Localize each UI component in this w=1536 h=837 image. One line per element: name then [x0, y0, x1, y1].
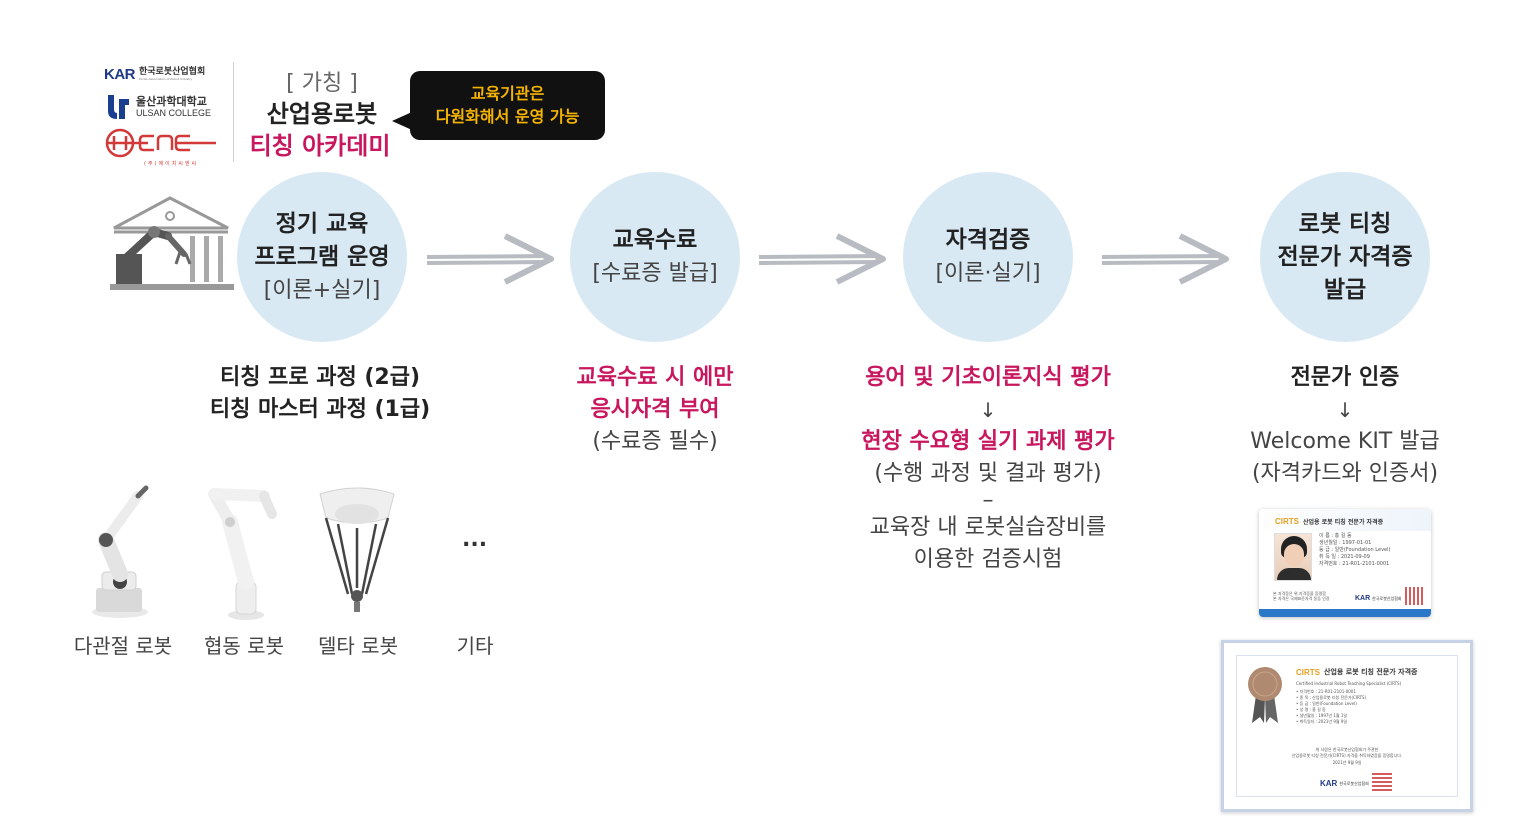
- kar-logo-sub: Korea Association of Robot Industry: [139, 77, 193, 81]
- step3-desc-reg2: 교육장 내 로봇실습장비를: [869, 515, 1107, 540]
- id-card-kar-name: 한국로봇산업협회: [1372, 595, 1402, 601]
- academy-title: [ 가칭 ] 산업용로봇 티칭 아카데미: [244, 70, 400, 162]
- robot-label-collaborative: 협동 로봇: [204, 634, 284, 658]
- id-card-row-birth: 생년월일 : 1997-01-01: [1319, 540, 1372, 546]
- id-card-footer2: 본 자격은 국제표준자격 동등 인정: [1273, 596, 1330, 601]
- id-card-title: 산업용 로봇 티칭 전문가 자격증: [1303, 519, 1384, 526]
- certificate-row-field: • 종 목 : 산업용로봇 티칭 전문가(CIRTS): [1296, 695, 1367, 700]
- certificate-brand: CIRTS: [1296, 667, 1320, 677]
- id-card-row-date: 취 득 일 : 2021-09-09: [1319, 554, 1370, 560]
- articulated-robot-image: [92, 485, 149, 618]
- flow-arrow-2: [758, 233, 886, 285]
- hcnc-logo-sub: (주)에이치씨엔씨: [144, 161, 199, 167]
- certificate-document: CIRTS 산업용 로봇 티칭 전문가 자격증 Certified Indust…: [1221, 640, 1473, 812]
- academy-building-icon: [110, 196, 234, 290]
- step2-circle-line1: 교육수료: [612, 227, 698, 253]
- step3-dash: –: [982, 488, 994, 513]
- bubble-line2: 다원화해서 운영 가능: [435, 107, 580, 126]
- certificate-body1: 위 사람은 한국로봇산업협회가 주관한: [1315, 747, 1379, 752]
- certificate-kar: KAR: [1320, 779, 1338, 788]
- step3-down-arrow: ↓: [979, 398, 997, 422]
- step-circle-certification: 로봇 티칭 전문가 자격증 발급: [1260, 172, 1430, 342]
- step-circle-education: 정기 교육 프로그램 운영 [이론+실기]: [237, 172, 407, 342]
- delta-robot-image: [319, 487, 395, 612]
- title-tag: [ 가칭 ]: [286, 71, 358, 96]
- hcnc-logo: (주)에이치씨엔씨: [104, 128, 216, 167]
- step3-desc-pink2: 현장 수요형 실기 과제 평가: [861, 429, 1115, 454]
- certificate-row-name: • 성 명 : 홍 길 동: [1296, 707, 1326, 712]
- certificate-row-date: • 취득일자 : 2021년 9월 9일: [1296, 719, 1348, 724]
- ulsan-logo-en: ULSAN COLLEGE: [136, 108, 212, 118]
- id-card-photo: [1274, 533, 1312, 581]
- kar-logo: KAR 한국로봇산업협회 Korea Association of Robot …: [104, 66, 205, 83]
- step2-circle-line2: [수료증 발급]: [592, 261, 718, 286]
- step-circle-verification: 자격검증 [이론·실기]: [903, 172, 1073, 342]
- flow-arrow-3: [1101, 233, 1229, 285]
- step2-description: 교육수료 시 에만 응시자격 부여 (수료증 필수): [505, 362, 805, 458]
- step1-circle-line1: 정기 교육: [275, 210, 369, 237]
- step2-desc-pink1: 교육수료 시 에만: [576, 365, 734, 390]
- step1-desc-line2: 티칭 마스터 과정 (1급): [209, 397, 431, 422]
- speech-bubble-tail: [392, 112, 412, 130]
- ulsan-logo-name: 울산과학대학교: [136, 95, 207, 108]
- step4-desc-bold: 전문가 인증: [1290, 365, 1400, 390]
- id-card-qr-code: [1405, 587, 1423, 605]
- title-pink: 티칭 아카데미: [249, 132, 391, 160]
- robot-label-delta: 델타 로봇: [318, 634, 398, 658]
- robot-label-other: 기타: [456, 634, 494, 658]
- step4-description: 전문가 인증 ↓ Welcome KIT 발급 (자격카드와 인증서): [1195, 362, 1495, 490]
- step4-circle-line1: 로봇 티칭: [1298, 210, 1392, 237]
- certificate-date: 2021년 9월 9일: [1332, 760, 1362, 765]
- step4-down-arrow: ↓: [1336, 398, 1354, 422]
- certificate-title: 산업용 로봇 티칭 전문가 자격증: [1324, 668, 1418, 676]
- certificate-subtitle: Certified Industrial Robot Teaching Spec…: [1296, 681, 1402, 686]
- kar-logo-mark: KAR: [104, 66, 136, 83]
- id-card-row-name: 이 름 : 홍 길 동: [1319, 533, 1352, 539]
- kar-logo-name: 한국로봇산업협회: [139, 67, 206, 77]
- step4-circle-line2: 전문가 자격증: [1277, 243, 1413, 270]
- ulsan-logo-icon: [108, 95, 129, 119]
- collaborative-robot-image: [208, 488, 277, 620]
- id-card-footer1: 본 자격증은 위 자격증을 증명함: [1273, 591, 1326, 596]
- certification-id-card: CIRTS 산업용 로봇 티칭 전문가 자격증 이 름 : 홍 길 동 생년월일…: [1259, 509, 1431, 617]
- certificate-qr-code: [1372, 771, 1392, 791]
- step4-desc-reg2: (자격카드와 인증서): [1251, 461, 1439, 486]
- id-card-kar: KAR: [1355, 595, 1371, 602]
- id-card-row-number: 자격번호 : 21-R01-2101-0001: [1319, 561, 1390, 567]
- flow-arrow-1: [426, 233, 554, 285]
- id-card-row-grade: 등 급 : 일반(Foundation Level): [1319, 547, 1391, 553]
- step2-desc-reg: (수료증 필수): [592, 429, 718, 454]
- step3-desc-reg3: 이용한 검증시험: [913, 547, 1063, 572]
- step4-circle-line3: 발급: [1323, 276, 1367, 303]
- step1-circle-line2: 프로그램 운영: [254, 243, 390, 270]
- title-main: 산업용로봇: [266, 100, 378, 128]
- id-card-brand: CIRTS: [1275, 517, 1299, 526]
- certificate-body2: 산업용로봇 티칭 전문가(CIRTS) 자격을 취득하였음을 증명합니다.: [1291, 753, 1403, 758]
- certificate-seal-icon: [1248, 667, 1282, 723]
- ulsan-college-logo: 울산과학대학교 ULSAN COLLEGE: [104, 93, 211, 121]
- step3-circle-line1: 자격검증: [945, 227, 1031, 253]
- step3-circle-line2: [이론·실기]: [935, 261, 1041, 286]
- bubble-line1: 교육기관은: [470, 84, 545, 103]
- logo-divider: [233, 62, 234, 162]
- step3-desc-reg1: (수행 과정 및 결과 평가): [874, 461, 1102, 486]
- step2-desc-pink2: 응시자격 부여: [590, 397, 720, 422]
- certificate-row-number: • 자격번호 : 21-R01-2101-0001: [1296, 689, 1356, 694]
- step1-description: 티칭 프로 과정 (2급) 티칭 마스터 과정 (1급): [160, 362, 480, 426]
- certificate-row-grade: • 등 급 : 일반(Foundation Level): [1296, 701, 1357, 706]
- certificate-kar-name: 한국로봇산업협회: [1339, 780, 1369, 786]
- step4-desc-reg1: Welcome KIT 발급: [1250, 429, 1440, 454]
- more-robots-ellipsis: ...: [462, 527, 488, 552]
- robot-label-articulated: 다관절 로봇: [73, 634, 173, 658]
- speech-bubble: 교육기관은 다원화해서 운영 가능: [410, 71, 605, 140]
- step1-circle-line3: [이론+실기]: [263, 277, 381, 303]
- step-circle-completion: 교육수료 [수료증 발급]: [570, 172, 740, 342]
- step1-desc-line1: 티칭 프로 과정 (2급): [219, 365, 421, 390]
- step3-description: 용어 및 기초이론지식 평가 ↓ 현장 수요형 실기 과제 평가 (수행 과정 …: [808, 362, 1168, 576]
- certificate-row-birth: • 생년월일 : 1997년 1월 1일: [1296, 713, 1348, 718]
- step3-desc-pink1: 용어 및 기초이론지식 평가: [865, 365, 1111, 390]
- hcnc-logo-mark: [105, 128, 216, 158]
